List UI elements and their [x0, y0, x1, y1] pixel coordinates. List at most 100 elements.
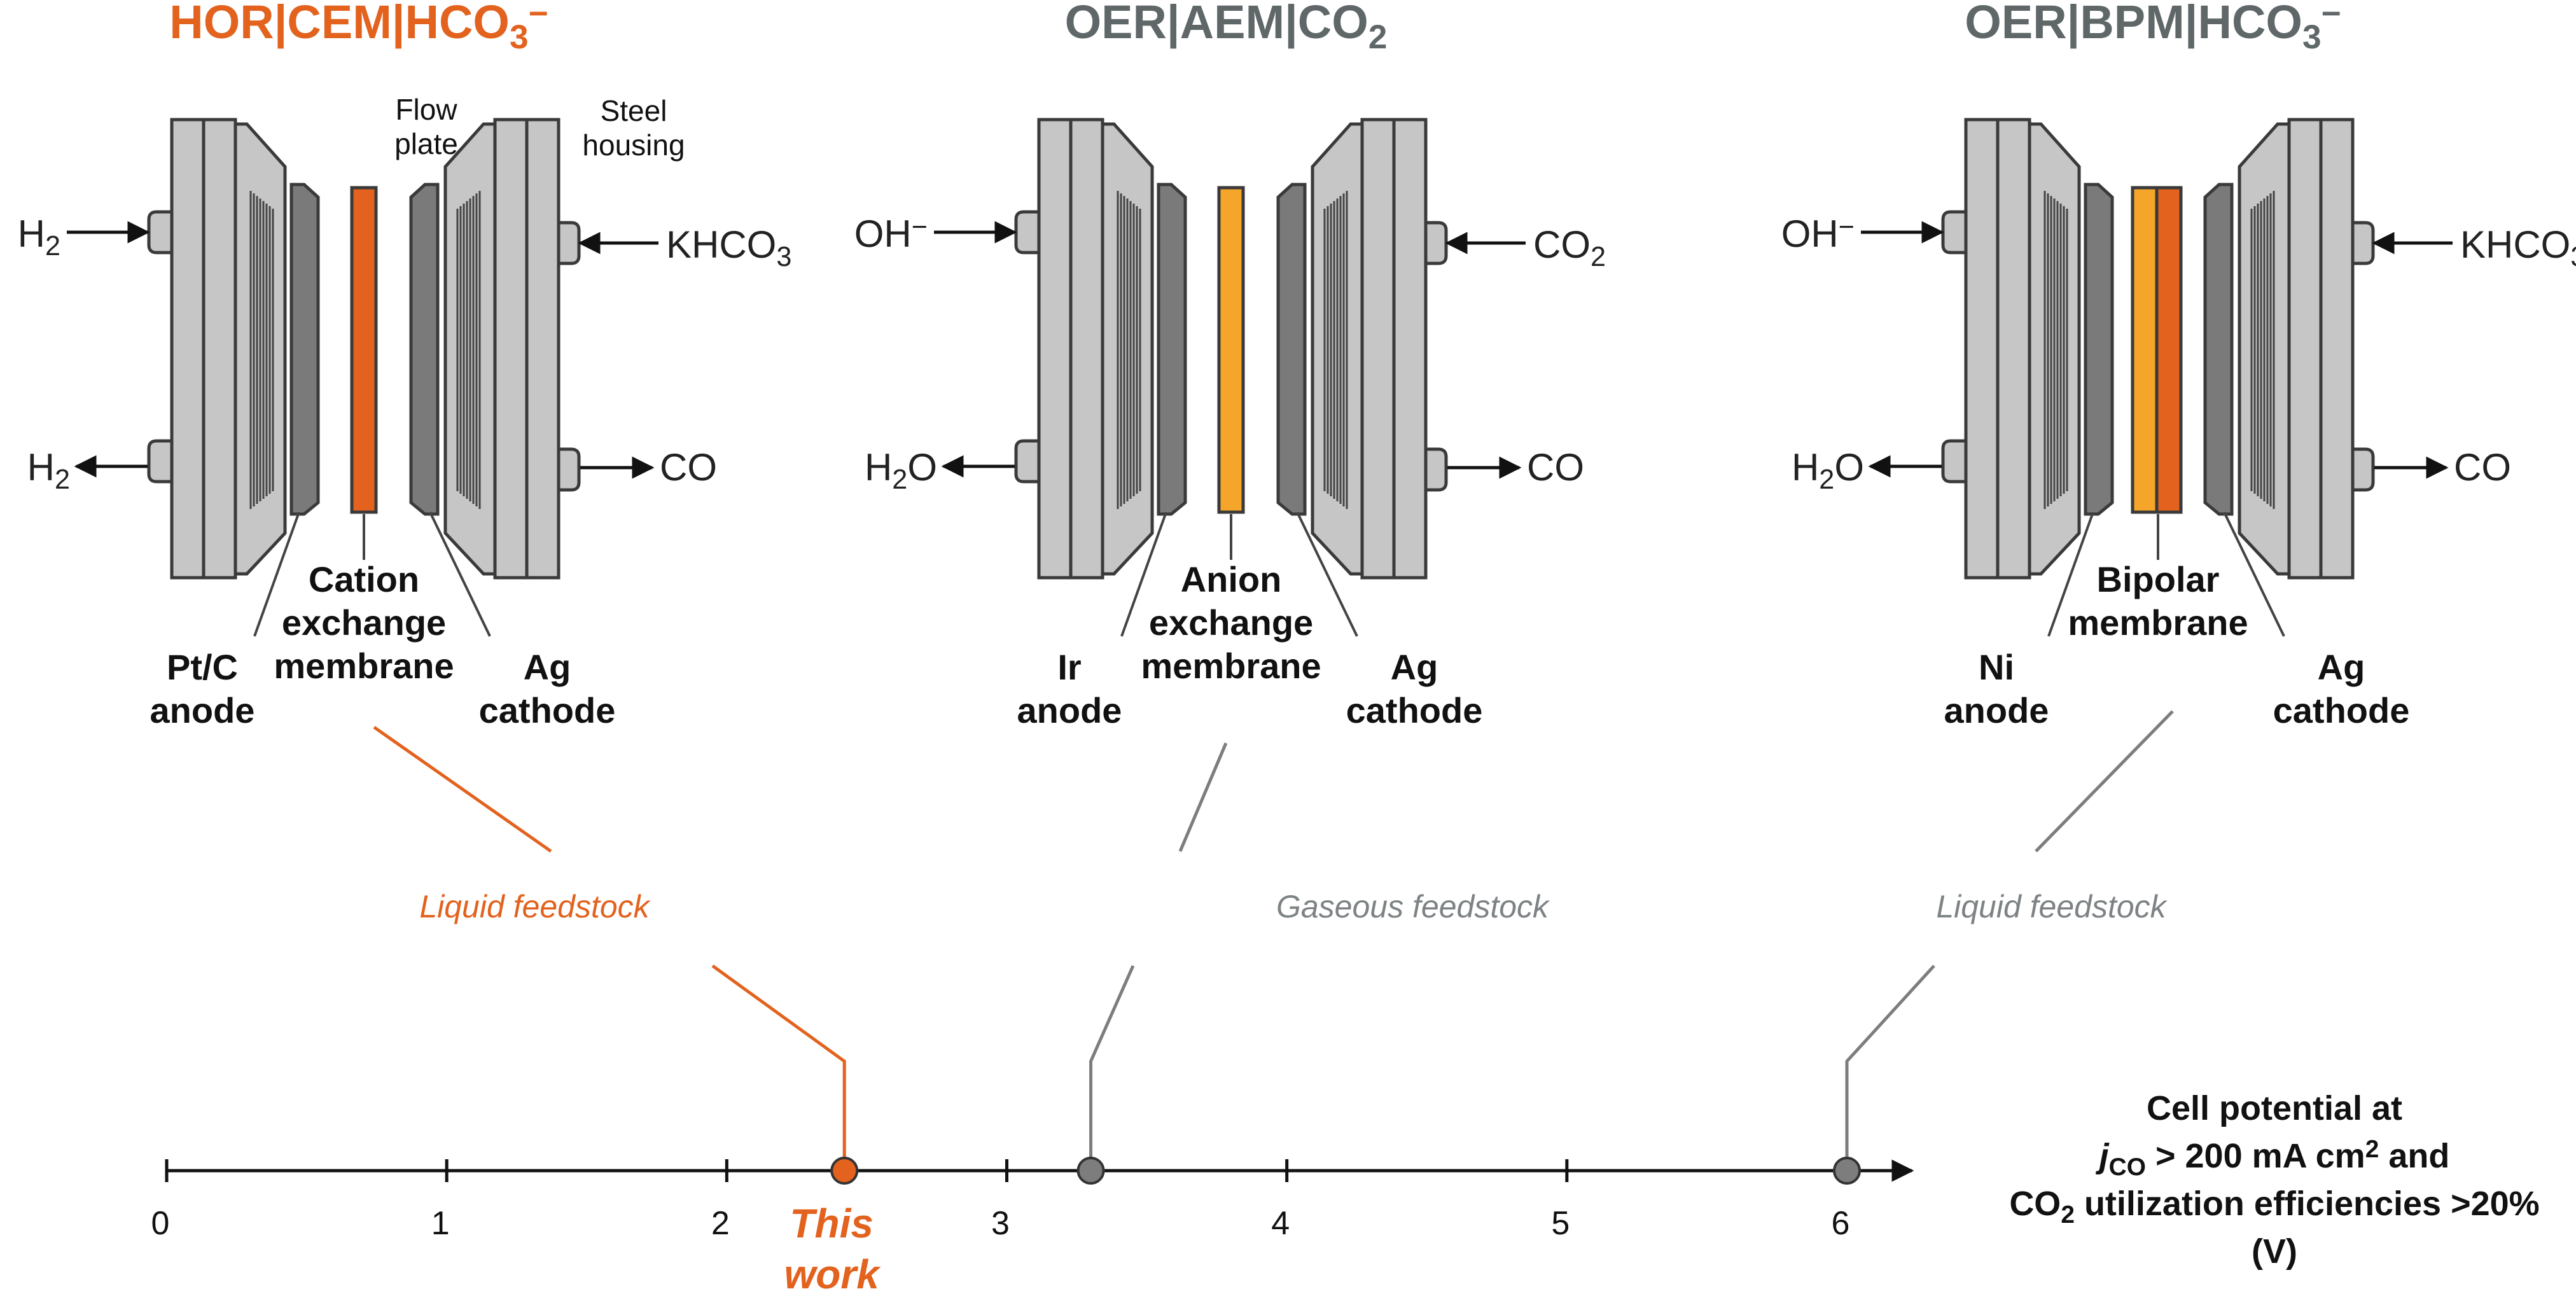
flow-channel-left	[1117, 191, 1141, 509]
label-left-outlet: H2	[27, 446, 70, 495]
axis-title-line1: Cell potential at	[2147, 1089, 2402, 1127]
port-right-bottom	[2351, 447, 2375, 492]
feedstock-label: Liquid feedstock	[1936, 889, 2168, 924]
connector-lower-3	[1845, 965, 1935, 1171]
label-left-inlet: OH−	[854, 212, 928, 255]
data-point-1	[830, 1157, 859, 1185]
housing-plate-left	[202, 118, 237, 580]
steel-housing-left	[1964, 118, 2000, 580]
membrane	[1217, 186, 1245, 514]
leader-anode	[253, 512, 300, 637]
leader-anode	[2047, 512, 2094, 637]
label-right-outlet: CO	[1527, 446, 1584, 489]
steel-housing-right	[2319, 118, 2355, 580]
anode-plate	[289, 183, 320, 516]
axis-tick-label-1: 1	[431, 1205, 450, 1242]
feedstock-label: Liquid feedstock	[419, 889, 651, 924]
label-left-outlet: H2O	[865, 446, 937, 495]
feedstock-label: Gaseous feedstock	[1276, 889, 1550, 924]
axis-tick-label-0: 0	[151, 1205, 170, 1242]
port-right-top	[557, 221, 581, 265]
cathode-plate	[1276, 183, 1307, 516]
data-point-3	[1833, 1157, 1861, 1185]
axis-tick-label-5: 5	[1551, 1205, 1570, 1242]
connector-lower-2	[1089, 965, 1135, 1171]
cathode-plate	[409, 183, 440, 516]
port-left-bottom	[1941, 439, 1968, 484]
axis-tick-label-6: 6	[1832, 1205, 1850, 1242]
label-left-inlet: H2	[18, 213, 60, 261]
port-right-top	[1424, 221, 1448, 265]
connector-upper-3	[2035, 710, 2174, 853]
housing-plate-left	[1069, 118, 1104, 580]
label-right-inlet: KHCO3	[2460, 223, 2576, 272]
steel-housing-right	[525, 118, 560, 580]
housing-plate-left	[1996, 118, 2031, 580]
connector-upper-1	[373, 725, 552, 853]
port-left-bottom	[147, 439, 174, 484]
label-left-inlet: OH−	[1781, 212, 1855, 255]
anode-plate	[1157, 183, 1187, 516]
anode-plate	[2084, 183, 2114, 516]
label-right-inlet: CO2	[1533, 223, 1606, 272]
housing-plate-right	[1360, 118, 1396, 580]
label-right-outlet: CO	[2454, 446, 2511, 489]
steel-housing-left	[1037, 118, 1073, 580]
axis-title-line2: jCO > 200 mA cm2 and	[2096, 1136, 2450, 1180]
leader-cathode	[429, 512, 491, 637]
membrane	[350, 186, 378, 514]
label-right-inlet: KHCO3	[666, 223, 791, 272]
connector-upper-2	[1178, 742, 1228, 852]
axis-tick-label-2: 2	[711, 1205, 730, 1242]
axis-tick-label-3: 3	[991, 1205, 1010, 1242]
port-left-top	[147, 210, 174, 254]
housing-plate-right	[493, 118, 529, 580]
flow-channel-right	[1323, 191, 1348, 509]
connector-lower-1	[711, 964, 846, 1171]
label-left-outlet: H2O	[1792, 446, 1864, 495]
flow-channel-right	[2250, 191, 2275, 509]
flow-channel-left	[249, 191, 274, 509]
flow-channel-left	[2043, 191, 2068, 509]
axis-tick-label-4: 4	[1271, 1205, 1290, 1242]
membrane-layer-cation	[2155, 186, 2183, 514]
leader-cathode	[2223, 512, 2285, 637]
port-left-top	[1941, 210, 1968, 254]
membrane-layer-anion	[2131, 186, 2159, 514]
cathode-plate	[2203, 183, 2234, 516]
label-right-outlet: CO	[660, 446, 717, 489]
leader-cathode	[1296, 512, 1358, 637]
cell-title: HOR|CEM|HCO3−	[169, 0, 548, 56]
leader-anode	[1120, 512, 1167, 637]
port-right-bottom	[557, 447, 581, 492]
port-left-top	[1014, 210, 1041, 254]
port-left-bottom	[1014, 439, 1041, 484]
steel-housing-right	[1392, 118, 1428, 580]
port-right-bottom	[1424, 447, 1448, 492]
port-right-top	[2351, 221, 2375, 265]
flow-channel-right	[456, 191, 481, 509]
axis-title-line3: CO2 utilization efficiencies >20%	[2009, 1185, 2539, 1229]
housing-plate-right	[2287, 118, 2323, 580]
data-point-2	[1076, 1157, 1105, 1185]
cell-title: OER|BPM|HCO3−	[1965, 0, 2341, 56]
